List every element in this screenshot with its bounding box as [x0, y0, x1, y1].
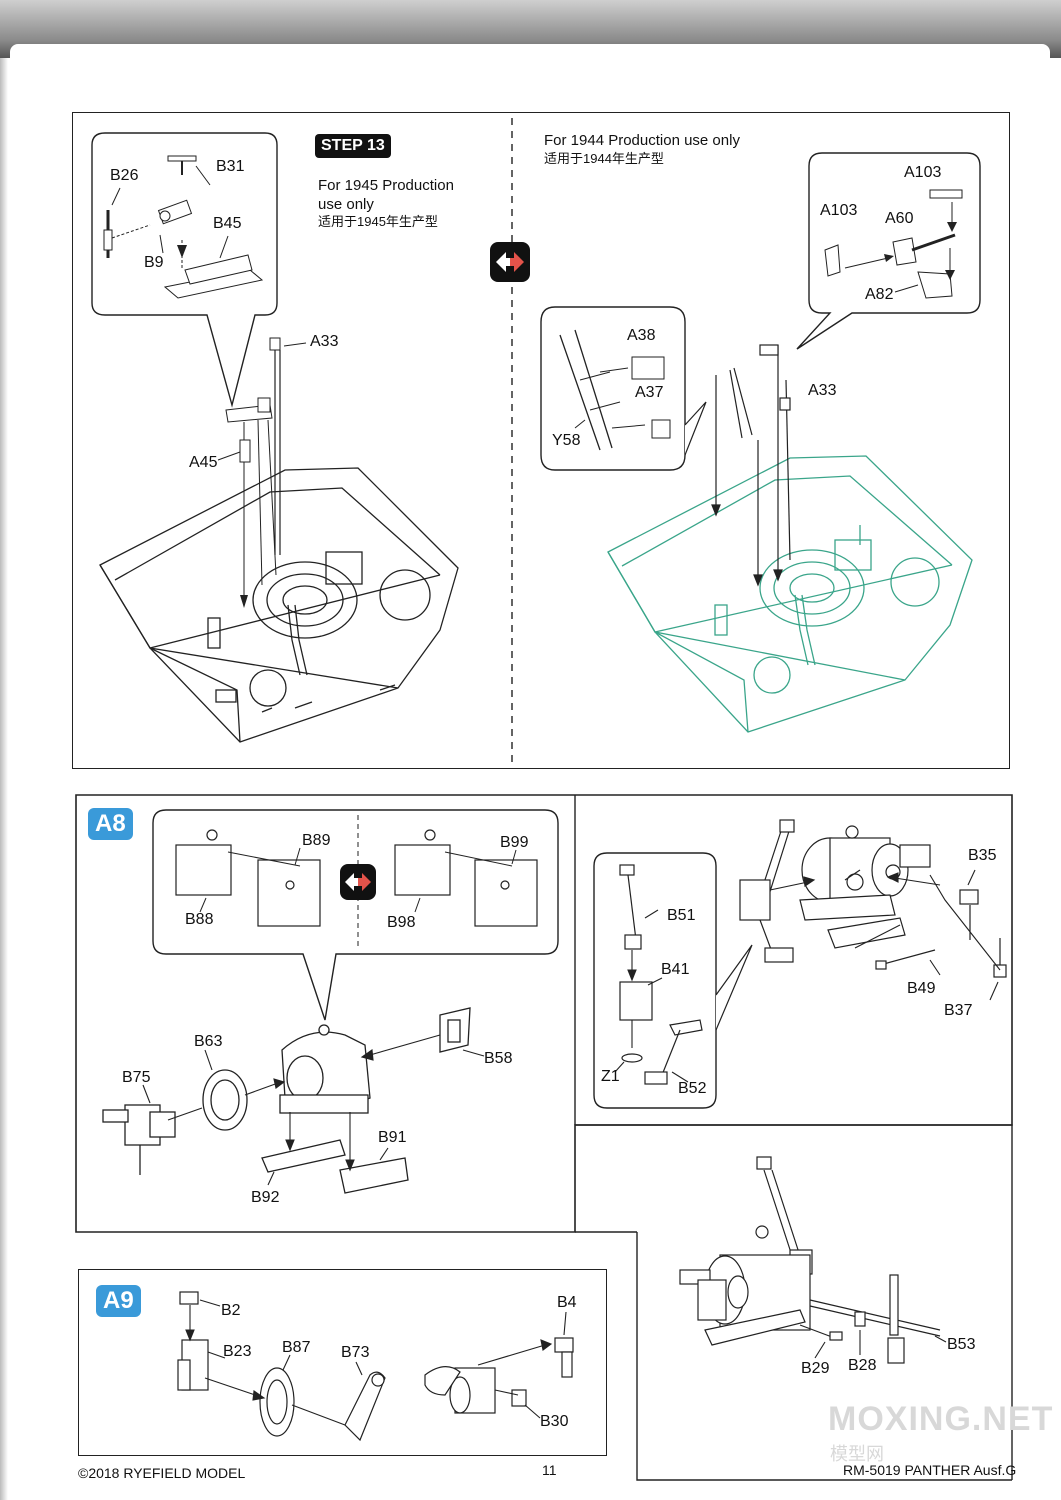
part-label: B23 — [223, 1343, 252, 1360]
part-label: B99 — [500, 834, 529, 851]
scan-edge — [0, 0, 1061, 64]
watermark-sub: 模型网 — [830, 1444, 884, 1464]
right-production-note-cn: 适用于1944年生产型 — [544, 151, 664, 166]
part-label: B88 — [185, 911, 214, 928]
part-label: A45 — [189, 454, 218, 471]
part-label: B41 — [661, 961, 690, 978]
part-label: Z1 — [601, 1068, 620, 1085]
part-label: A60 — [885, 210, 914, 227]
part-label: B52 — [678, 1080, 707, 1097]
part-label: B2 — [221, 1302, 241, 1319]
part-label: B35 — [968, 847, 997, 864]
part-label: B26 — [110, 167, 139, 184]
part-label: B28 — [848, 1357, 877, 1374]
part-label: B4 — [557, 1294, 577, 1311]
footer-page-number: 11 — [542, 1462, 557, 1478]
part-label: A37 — [635, 384, 664, 401]
part-label: B63 — [194, 1033, 223, 1050]
part-label: B53 — [947, 1336, 976, 1353]
part-label: A103 — [820, 202, 858, 219]
part-label: B31 — [216, 158, 245, 175]
part-label: B75 — [122, 1069, 151, 1086]
part-label: A82 — [865, 286, 894, 303]
left-production-note-2: use only — [318, 196, 374, 213]
scan-shadow — [0, 58, 8, 1500]
a9-badge: A9 — [96, 1285, 141, 1317]
part-label: A33 — [808, 382, 837, 399]
part-label: Y58 — [552, 432, 581, 449]
part-label: B45 — [213, 215, 242, 232]
part-label: B91 — [378, 1129, 407, 1146]
left-production-note-cn: 适用于1945年生产型 — [318, 214, 438, 229]
part-label: B98 — [387, 914, 416, 931]
a8-badge: A8 — [88, 808, 133, 840]
right-production-note: For 1944 Production use only — [544, 132, 740, 149]
part-label: B9 — [144, 254, 164, 271]
watermark: MOXING.NET — [828, 1400, 1054, 1438]
part-label: B87 — [282, 1339, 311, 1356]
part-label: B37 — [944, 1002, 973, 1019]
part-label: A38 — [627, 327, 656, 344]
part-label: B58 — [484, 1050, 513, 1067]
footer-product: RM-5019 PANTHER Ausf.G — [843, 1462, 1017, 1478]
part-label: B29 — [801, 1360, 830, 1377]
a9-panel — [78, 1269, 607, 1456]
part-label: B30 — [540, 1413, 569, 1430]
footer-copyright: ©2018 RYEFIELD MODEL — [78, 1465, 246, 1481]
part-label: B73 — [341, 1344, 370, 1361]
part-label: B49 — [907, 980, 936, 997]
part-label: A33 — [310, 333, 339, 350]
part-label: B89 — [302, 832, 331, 849]
left-production-note: For 1945 Production — [318, 177, 454, 194]
part-label: A103 — [904, 164, 942, 181]
swap-arrow-icon — [340, 864, 376, 900]
step-badge: STEP 13 — [315, 134, 391, 158]
swap-arrow-icon — [490, 242, 530, 282]
part-label: B92 — [251, 1189, 280, 1206]
part-label: B51 — [667, 907, 696, 924]
